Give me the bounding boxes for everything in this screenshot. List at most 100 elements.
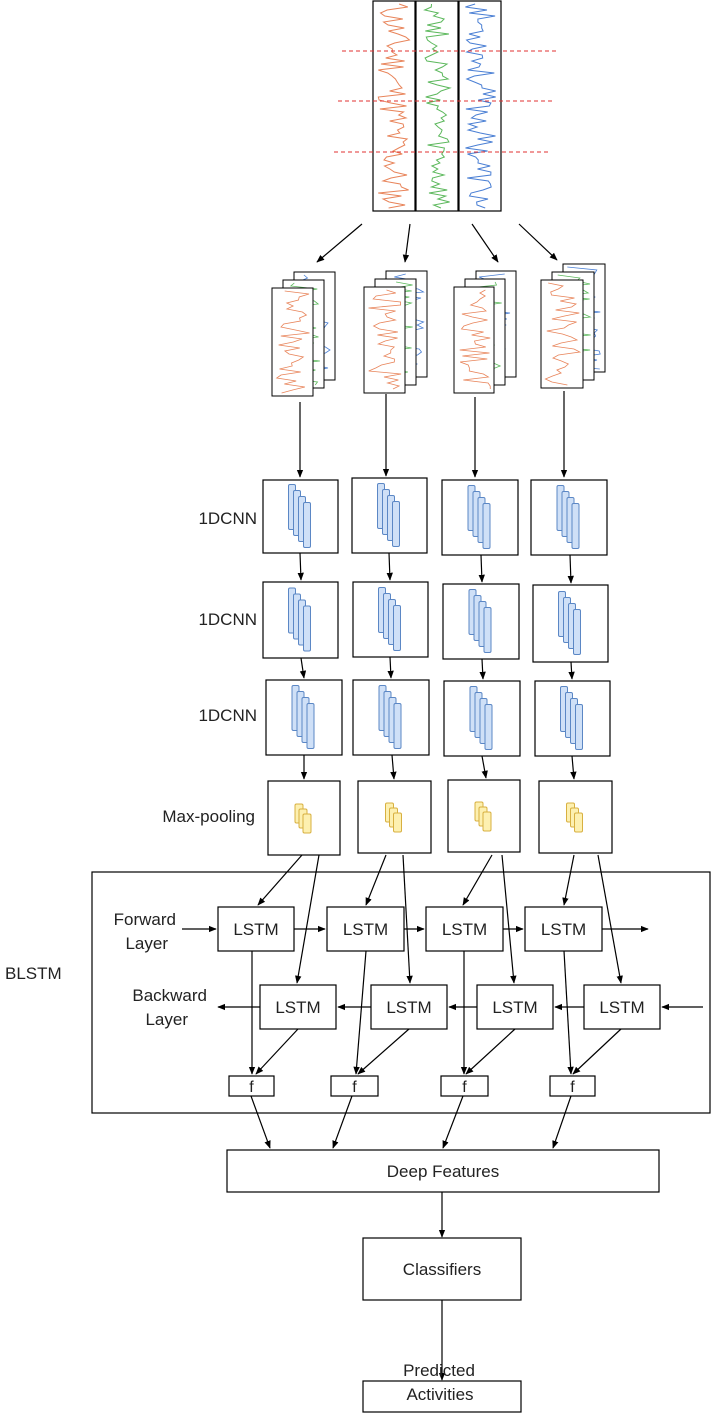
signal-wave-orange bbox=[377, 3, 411, 209]
merge-to-features-arrow-1 bbox=[250, 1095, 271, 1149]
window-wave-3 bbox=[459, 289, 491, 390]
deep-features-box: Deep Features bbox=[226, 1149, 660, 1193]
classifiers-label: Classifiers bbox=[403, 1260, 481, 1279]
backward-layer-label-line1: Backward bbox=[132, 986, 207, 1005]
window-segments bbox=[271, 263, 606, 397]
forward-lstm-cell-1: LSTM bbox=[217, 906, 295, 952]
blstm-label: BLSTM bbox=[5, 964, 62, 983]
layer-label-cnn-2: 1DCNN bbox=[198, 610, 257, 629]
cnn2-block-1 bbox=[262, 581, 339, 659]
backward-lstm-cell-3-box bbox=[476, 984, 554, 1030]
layer-arrow-2-4 bbox=[568, 661, 575, 680]
pool-map-3 bbox=[574, 812, 583, 833]
pool-to-forward-arrow-4 bbox=[562, 854, 575, 906]
forward-lstm-cell-3: LSTM bbox=[425, 906, 504, 952]
merge-node-2: f bbox=[330, 1075, 379, 1097]
cnn1-block-2 bbox=[351, 477, 428, 554]
forward-layer-label-line1: Forward bbox=[114, 910, 176, 929]
segment-arrow-2 bbox=[402, 223, 411, 263]
layer-arrow-3-3 bbox=[481, 755, 488, 779]
filter-4 bbox=[392, 501, 400, 547]
pool-map-3 bbox=[393, 812, 402, 833]
layer-arrow-2-2 bbox=[387, 656, 394, 679]
layer-arrow-2-3 bbox=[479, 658, 486, 680]
window-stack-icon bbox=[271, 271, 336, 397]
filter-4 bbox=[483, 607, 492, 653]
pool-to-backward-arrow-2 bbox=[402, 854, 413, 984]
forward-lstm-cell-2-label: LSTM bbox=[343, 920, 388, 939]
forward-lstm-cell-3-label: LSTM bbox=[442, 920, 487, 939]
raw-signal-icon bbox=[372, 0, 502, 212]
cnn1-block-3 bbox=[441, 479, 519, 556]
merge-node-1: f bbox=[228, 1075, 275, 1097]
pool-map-3 bbox=[482, 811, 492, 832]
conv-pool-blocks bbox=[262, 477, 613, 856]
maxpool-block-4 bbox=[538, 780, 613, 854]
merge-to-features-arrow-3 bbox=[442, 1095, 464, 1149]
forward-lstm-cell-2: LSTM bbox=[326, 906, 405, 952]
conv-filter-icon bbox=[378, 685, 402, 749]
filter-4 bbox=[484, 704, 493, 750]
backward-lstm-cell-1: LSTM bbox=[259, 984, 337, 1030]
conv-filter-icon bbox=[288, 587, 311, 652]
layer-arrow-1-2 bbox=[386, 552, 393, 581]
backward-lstm-cell-2-label: LSTM bbox=[386, 998, 431, 1017]
blstm-container bbox=[91, 871, 711, 1114]
merge-node-3: f bbox=[440, 1075, 489, 1097]
backward-lstm-cell-1-label: LSTM bbox=[275, 998, 320, 1017]
maxpool-block-3 bbox=[447, 779, 521, 853]
raw-signal-input bbox=[334, 0, 556, 212]
merge-node-1-label: f bbox=[249, 1079, 254, 1096]
merge-to-features-arrow-4 bbox=[552, 1095, 572, 1149]
cnn3-block-2 bbox=[352, 679, 430, 756]
forward-lstm-cell-4: LSTM bbox=[524, 906, 603, 952]
pool-to-forward-arrow-2 bbox=[365, 854, 387, 906]
block-frame bbox=[447, 779, 521, 853]
conv-filter-icon bbox=[560, 686, 583, 750]
deep-features-label: Deep Features bbox=[387, 1162, 499, 1181]
predicted-activities-line2: Activities bbox=[406, 1385, 473, 1404]
maxpool-block-2 bbox=[357, 780, 432, 854]
merge-node-3-label: f bbox=[462, 1079, 467, 1096]
conv-filter-icon bbox=[469, 686, 493, 750]
cnn3-block-1 bbox=[265, 679, 343, 756]
forward-layer-label-line2: Layer bbox=[125, 934, 168, 953]
forward-lstm-cell-4-label: LSTM bbox=[541, 920, 586, 939]
window-stack-icon bbox=[363, 270, 428, 394]
cnn2-block-2 bbox=[352, 581, 429, 658]
signal-panel-z bbox=[458, 0, 502, 212]
pool-to-forward-arrow-3 bbox=[462, 854, 493, 906]
backward-to-merge-arrow-3 bbox=[465, 1028, 516, 1075]
pool-map-icon bbox=[294, 803, 312, 834]
filter-4 bbox=[303, 605, 311, 652]
pool-map-icon bbox=[474, 801, 492, 832]
forward-lstm-cell-4-box bbox=[524, 906, 603, 952]
conv-filter-icon bbox=[378, 587, 401, 651]
conv-filter-icon bbox=[467, 485, 491, 549]
backward-to-merge-arrow-1 bbox=[255, 1028, 299, 1075]
pool-to-forward-arrow-1 bbox=[257, 854, 303, 906]
window-stack-icon bbox=[540, 263, 606, 389]
backward-lstm-cell-1-box bbox=[259, 984, 337, 1030]
conv-filter-icon bbox=[468, 589, 492, 653]
backward-lstm-cell-2: LSTM bbox=[370, 984, 448, 1030]
layer-label-max-pooling: Max-pooling bbox=[162, 807, 255, 826]
conv-filter-icon bbox=[556, 485, 580, 549]
cnn2-block-3 bbox=[442, 583, 520, 660]
layer-label-cnn-1: 1DCNN bbox=[198, 509, 257, 528]
filter-4 bbox=[573, 609, 581, 655]
layer-arrow-3-2 bbox=[390, 754, 397, 780]
signal-wave-green bbox=[423, 3, 452, 209]
forward-lstm-cell-1-box bbox=[217, 906, 295, 952]
backward-lstm-cell-3-label: LSTM bbox=[492, 998, 537, 1017]
filter-4 bbox=[303, 502, 311, 548]
backward-lstm-cell-3: LSTM bbox=[476, 984, 554, 1030]
layer-arrow-2-1 bbox=[299, 657, 307, 679]
cnn3-block-4 bbox=[534, 680, 611, 757]
filter-4 bbox=[571, 503, 580, 549]
signal-wave-blue bbox=[465, 3, 496, 209]
pool-map-icon bbox=[385, 802, 402, 833]
filter-4 bbox=[393, 605, 401, 651]
